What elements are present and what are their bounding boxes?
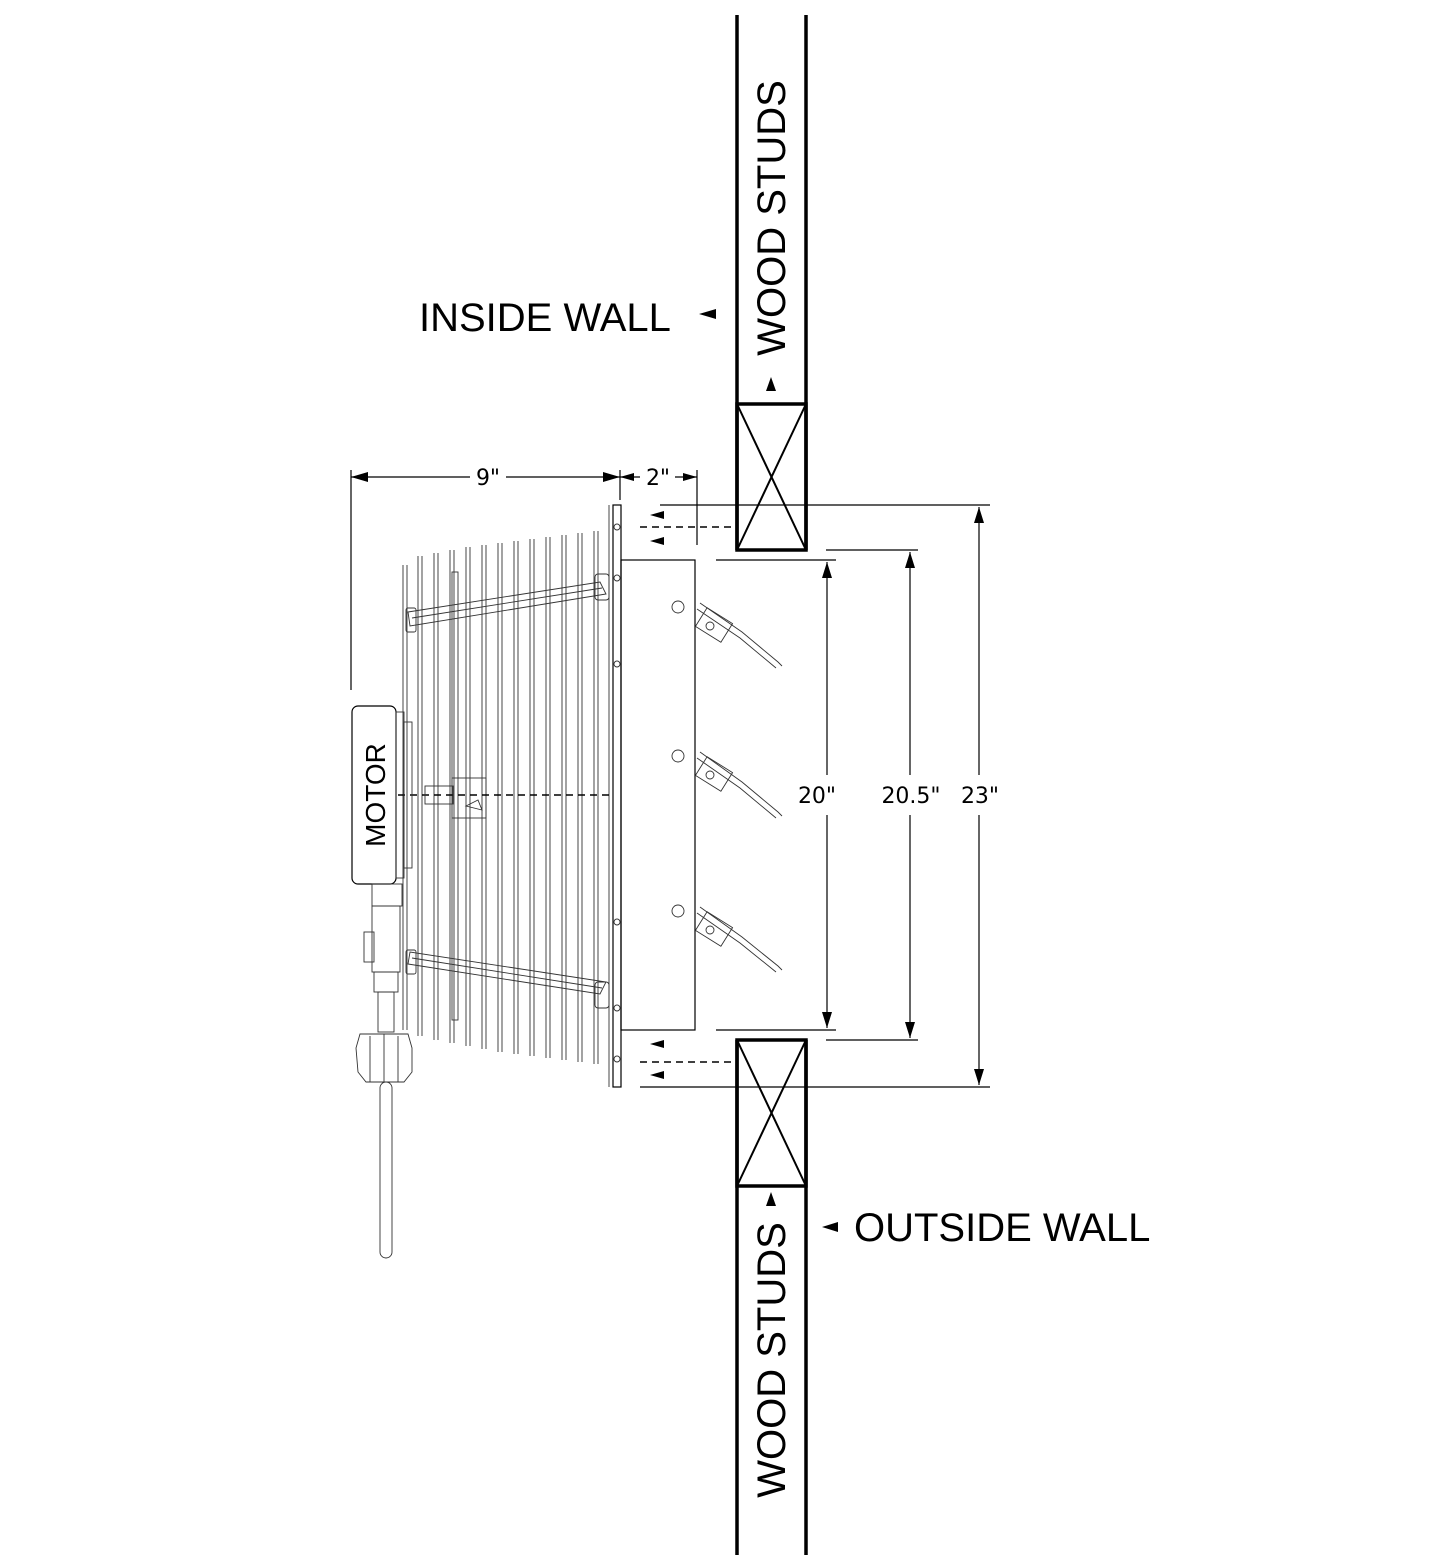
dimension-2-label: 2" [646,466,670,491]
fan-guard-grille [402,531,599,1064]
dimension-20-in: 20" [798,562,836,1028]
wood-studs-top-arrow-icon [766,377,776,391]
wood-studs-top-label: WOOD STUDS [750,80,794,356]
bottom-sill-block [735,1038,808,1188]
support-struts [405,573,610,1009]
inside-wall-arrow-icon [699,309,716,319]
shutter-louvers [671,600,783,973]
flange-fastener-lines [640,504,990,1088]
dimension-2-in: 2" [620,466,697,491]
dimension-9-label: 9" [476,466,500,491]
outside-wall-arrow-icon [822,1222,838,1232]
outside-wall-label: OUTSIDE WALL [854,1206,1150,1250]
dimension-20-5-label: 20.5" [881,784,940,809]
dimension-20-5-in: 20.5" [881,552,941,1038]
fan-unit: MOTOR [351,504,783,1259]
top-header-block [735,402,808,552]
motor: MOTOR [351,705,413,1259]
inside-wall-label: INSIDE WALL [419,296,671,340]
motor-label: MOTOR [360,743,391,847]
dimension-20-label: 20" [798,784,836,809]
dimension-9-in: 9" [351,466,620,491]
wood-studs-bottom-arrow-icon [766,1192,776,1206]
dimension-23-label: 23" [961,784,999,809]
dimension-23-in: 23" [961,507,999,1085]
wood-studs-bottom-label: WOOD STUDS [750,1222,794,1498]
